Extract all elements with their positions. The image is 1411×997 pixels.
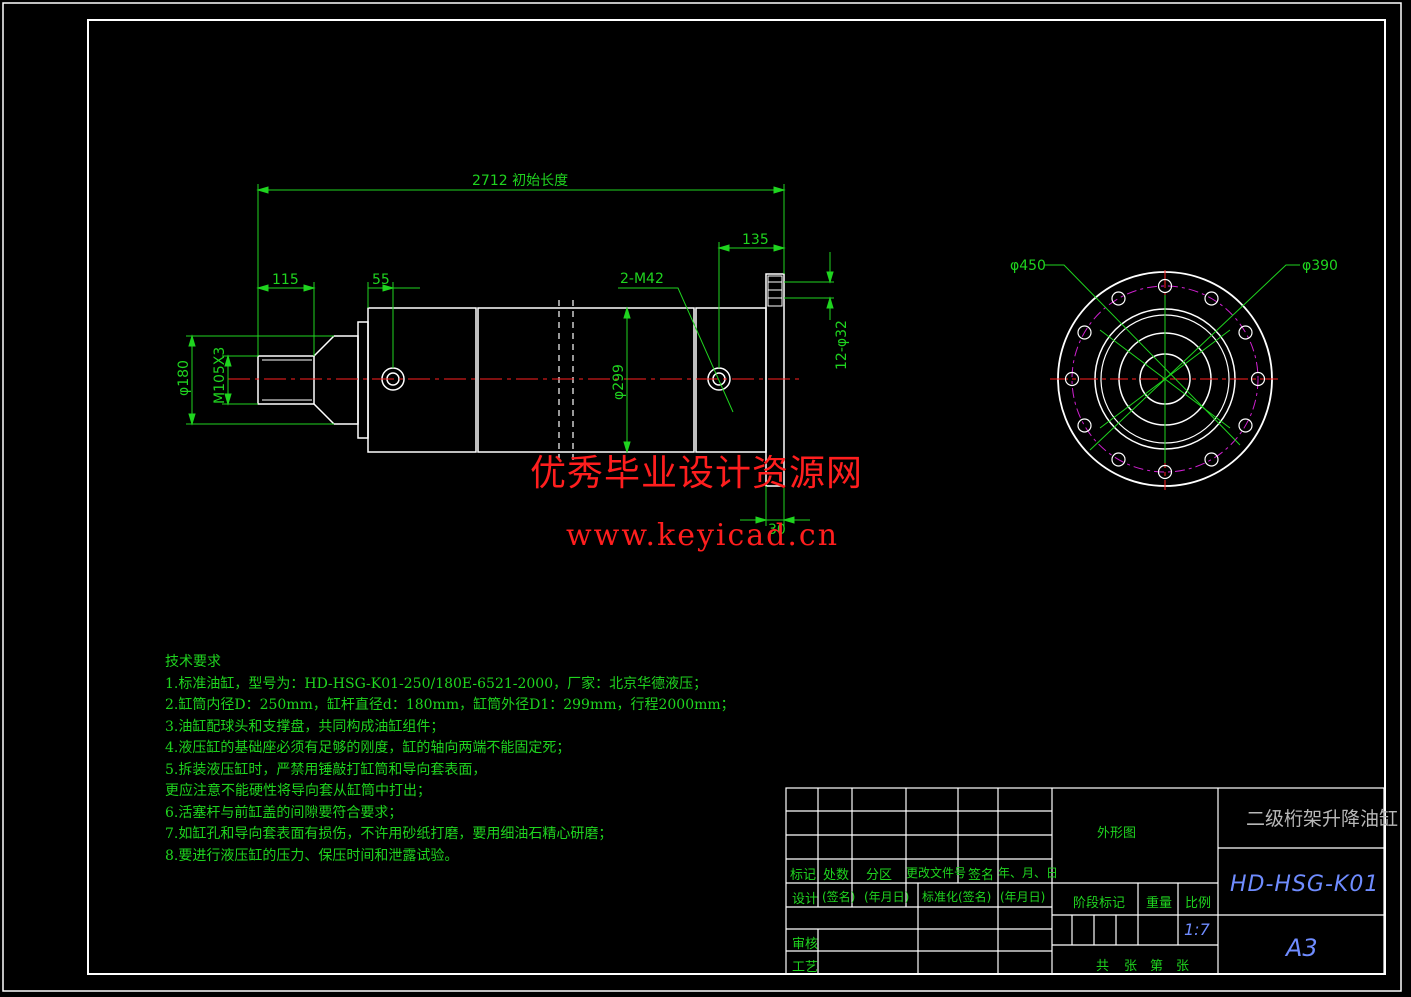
bolt-hole: [1157, 464, 1173, 480]
tb-standard-date: (年月日): [1000, 890, 1046, 904]
rod-thread: [257, 355, 315, 405]
tb-design-date: (年月日): [864, 890, 910, 904]
tb-signature: 签名: [968, 868, 995, 883]
bolt-hole: [1077, 418, 1092, 433]
note-line: 4.液压缸的基础座必须有足够的刚度，缸的轴向两端不能固定死；: [165, 740, 571, 756]
head-cap: [695, 307, 767, 453]
bolt-hole: [1238, 325, 1253, 340]
tb-standard: 标准化: [922, 890, 959, 904]
tb-count: 处数: [823, 868, 850, 883]
tb-zone: 分区: [866, 868, 893, 883]
drawing-frame: [87, 19, 1386, 975]
tb-sheet-no: 第: [1150, 959, 1164, 974]
dim-55: 55: [372, 272, 390, 288]
tb-standard-sign: (签名): [958, 890, 992, 904]
note-line: 5.拆装液压缸时，严禁用锤敲打缸筒和导向套表面，: [165, 761, 487, 778]
tb-stage-mark: 阶段标记: [1073, 896, 1126, 911]
watermark-url: www.keyicad.cn: [566, 518, 840, 553]
tb-drawing-title: 二级桁架升降油缸: [1246, 808, 1399, 830]
tb-sheet-unit2: 张: [1176, 959, 1190, 974]
bolt-hole: [1204, 452, 1219, 467]
note-line: 更应注意不能硬性将导向套从缸筒中打出；: [165, 783, 431, 799]
dim-thread: M105X3: [212, 347, 228, 404]
note-line: 2.缸筒内径D：250mm，缸杆直径d：180mm，缸筒外径D1：299mm，行…: [165, 697, 735, 713]
rod-cone: [313, 335, 359, 425]
note-line: 8.要进行液压缸的压力、保压时间和泄露试验。: [165, 847, 459, 864]
tb-change-doc: 更改文件号: [906, 866, 967, 880]
bolt-hole: [1077, 325, 1092, 340]
dim-299: φ299: [611, 364, 627, 400]
bolt-hole: [1238, 418, 1253, 433]
dim-135: 135: [742, 232, 769, 248]
note-line: 3.油缸配球头和支撑盘，共同构成油缸组件；: [165, 718, 445, 735]
dim-450: φ450: [1010, 258, 1046, 274]
note-line: 1.标准油缸，型号为：HD-HSG-K01-250/180E-6521-2000…: [165, 675, 708, 692]
front-dimensions: [186, 184, 834, 526]
dim-30: 30: [768, 522, 786, 538]
dim-115: 115: [272, 272, 299, 288]
mount-flange: [765, 273, 785, 487]
note-line: 6.活塞杆与前缸盖的间隙要符合要求；: [165, 804, 403, 821]
tb-sheet-total: 共: [1096, 959, 1110, 974]
tb-weight: 重量: [1146, 896, 1173, 911]
title-block-grid: [785, 787, 1385, 975]
dim-holes: 12-φ32: [834, 320, 850, 370]
tb-drawing-number: HD-HSG-K01: [1230, 872, 1380, 897]
dim-180: φ180: [176, 360, 192, 396]
dim-overall-length: 2712 初始长度: [472, 172, 568, 189]
collar: [357, 321, 369, 439]
end-cap: [367, 307, 477, 453]
dim-bolts: 2-M42: [620, 271, 664, 287]
tb-design-sign: (签名): [822, 890, 856, 904]
note-line: 7.如缸孔和导向套表面有损伤，不许用砂纸打磨，要用细油石精心研磨；: [165, 826, 613, 842]
tb-design: 设计: [792, 892, 819, 907]
tb-paper-size: A3: [1286, 934, 1318, 962]
tb-date: 年、月、日: [998, 866, 1059, 880]
side-dimensions: [1044, 264, 1300, 463]
tb-scale-value: 1:7: [1184, 920, 1210, 939]
bolt-hole: [1204, 291, 1219, 306]
tb-review: 审核: [792, 937, 819, 952]
bolt-hole: [1157, 278, 1173, 294]
barrel: [477, 307, 695, 453]
tb-mark: 标记: [790, 868, 817, 883]
dim-390: φ390: [1302, 258, 1338, 274]
notes-title: 技术要求: [165, 654, 221, 670]
tb-process: 工艺: [792, 960, 819, 975]
front-view: [257, 273, 785, 487]
bolt-hole: [1064, 371, 1080, 387]
watermark-title: 优秀毕业设计资源网: [530, 453, 864, 494]
technical-requirements: 技术要求 1.标准油缸，型号为：HD-HSG-K01-250/180E-6521…: [165, 652, 735, 867]
tb-scale-label: 比例: [1185, 896, 1212, 911]
bolt-hole: [1250, 371, 1266, 387]
bolt-hole: [1111, 452, 1126, 467]
tb-sheet-unit: 张: [1124, 959, 1138, 974]
tb-view-name: 外形图: [1097, 826, 1137, 841]
bolt-hole: [1111, 291, 1126, 306]
